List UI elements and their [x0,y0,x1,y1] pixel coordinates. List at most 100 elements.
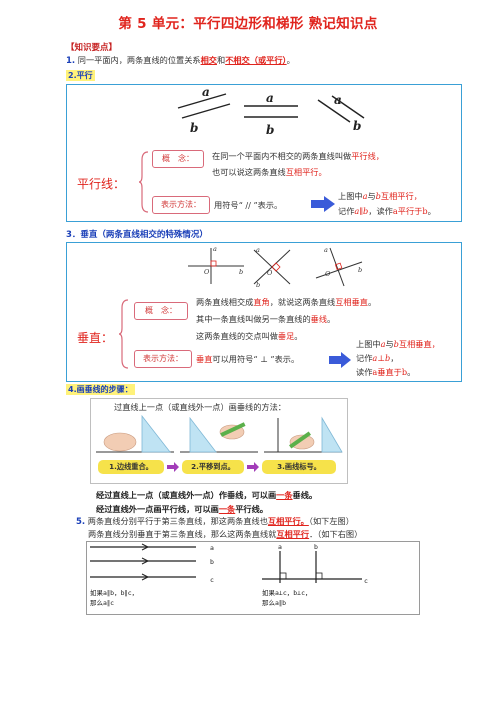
parallel-fig1-line-a [177,93,227,109]
perp-fig2-label-b: b [256,281,260,289]
item5-line2-ref: ．（如下右图） [309,529,363,539]
perp-notation-term: 垂直 [196,354,213,364]
item5-line2-text: 两条直线分别垂直于第三条直线，那么这两条直线就 [88,529,277,539]
parallel-result-notate: 记作 [338,206,355,216]
item4-line1-text: 经过直线上一点（或直线外一点）作垂线，可以画 [96,490,277,500]
parallel-result-line2: 记作a∥b，读作a平行于b。 [338,205,436,217]
item4-line1-count: 一条 [276,490,293,500]
perp-fig3-label-a: a [324,246,328,254]
parallel-fig2-label-a: a [266,91,274,105]
item5-line2-term: 互相平行 [276,529,310,539]
perp-fig2-right-angle [271,262,281,272]
perp-line1-end: 。 [368,297,377,307]
right-fig-label-b: b [314,543,318,551]
parallel-result-symbol: a∥b [354,206,369,216]
perpendicular-concept-line2: 其中一条直线叫做另一条直线的垂线。 [196,313,335,325]
parallel-figure-1: a b [177,85,231,135]
perpendicular-figures: a b O a b O a b O [188,245,363,289]
perp-fig3-line-b [315,261,363,279]
item5-line1-ref: （如下左图） [308,516,354,526]
perp-fig1-label-b: b [239,268,243,276]
perp-line1-text-a: 两条直线相交成 [196,297,254,307]
perpendicular-notation-text: 垂直可以用符号“ ⊥ ”表示。 [196,353,299,365]
step2-badge: 2.平移到点。 [182,460,244,474]
perp-figure-2: a b O [253,246,291,289]
parallel-result-b: b [375,191,381,201]
item5-line1-term: 互相平行。 [267,516,309,526]
perp-result-line3: 读作a垂直于b。 [356,366,415,378]
item4-line1: 经过直线上一点（或直线外一点）作垂线，可以画一条垂线。 [96,489,317,501]
left-fig-label-a: a [210,544,214,552]
perp-line3-term: 垂足 [277,331,295,341]
perp-line3-end: 。 [294,331,303,341]
step3-badge: 3.画线标号。 [262,460,336,474]
item1-term-parallel: 不相交（或平行） [225,55,287,65]
parallel-result-end: 。 [427,206,436,216]
perp-line2-text: 其中一条直线叫做另一条直线的 [196,314,311,324]
perpendicular-concept-line3: 这两条直线的交点叫做垂足。 [196,330,302,342]
perpendicular-concept-label: 概 念： [134,302,188,320]
perp-line1-term: 互相垂直 [335,297,368,307]
perp-result-end: 。 [407,367,416,377]
parallel-result-read: ，读作 [368,206,393,216]
parallel-brace [138,151,149,213]
item5-figures-box [86,541,420,615]
perp-line2-end: 。 [327,314,336,324]
parallel-fig1-label-a: a [202,85,210,99]
perpendicular-label: 垂直： [77,331,114,345]
perpendicular-arrow-icon [329,352,351,368]
step-arrow-icon [247,462,259,472]
item4-line2-count: 一条 [218,504,236,514]
perp-fig1-label-o: O [204,268,210,276]
parallel-fig1-label-b: b [190,121,198,135]
step1-illustration [96,414,174,453]
item4-line2-text: 经过直线外一点画平行线，可以画 [96,504,219,514]
parallel-concept-line2-term: 互相平行。 [285,167,327,177]
item1-and: 和 [216,55,226,65]
perp-figure-3: a b O [315,246,363,287]
item4-line2: 经过直线外一点画平行线，可以画一条平行线。 [96,503,268,515]
parallel-concept-line1: 在同一个平面内不相交的两条直线叫做平行线， [212,150,384,162]
perp-result-a: a [380,339,386,349]
parallel-concept-line1-text: 在同一个平面内不相交的两条直线叫做 [212,151,352,161]
perp-fig2-label-o: O [267,269,273,277]
item1-text: 同一平面内，两条直线的位置关系 [77,55,201,65]
parallel-result-and: 与 [367,191,376,201]
item1-row: 1. 同一平面内，两条直线的位置关系相交和不相交（或平行）。 [66,54,295,66]
perpendicular-notation-label: 表示方法： [134,350,192,368]
perp-result-b: b [393,339,399,349]
perp-fig3-label-b: b [358,266,362,274]
perp-result-line1: 上图中a与b互相垂直， [356,338,440,350]
parallel-fig3-label-a: a [334,93,342,107]
parallel-label: 平行线： [77,177,126,191]
parallel-concept-line2-text: 也可以说这两条直线 [212,167,286,177]
parallel-box [66,84,462,222]
item5-figures: a b c 如果a∥b，b∥c， 那么a∥c a b c 如果a⊥c，b⊥c， … [90,543,368,607]
parallel-fig1-line-b [181,103,231,119]
right-fig-note1: 如果a⊥c，b⊥c， [262,588,311,597]
perp-result-comma: ， [390,353,399,363]
perp-figure-1: a b O [188,245,244,284]
item5-left-figure: a b c 如果a∥b，b∥c， 那么a∥c [90,543,214,607]
perp-fig3-right-angle [334,262,343,270]
parallel-result-reading: a平行于b [392,206,428,216]
right-fig-label-a: a [278,543,282,551]
parallel-notation-text: 用符号“ // ”表示。 [214,200,283,210]
parallel-figure-3: a b [317,93,365,133]
perp-fig3-label-o: O [325,270,331,278]
perp-fig3-line-a [329,247,345,287]
item5-line1: 5. 两条直线分别平行于第三条直线，那这两条直线也互相平行。（如下左图） [76,515,354,527]
parallel-concept-term: 平行线， [351,151,384,161]
perp-fig1-label-a: a [213,245,217,253]
parallel-fig3-line-a [317,99,351,123]
item3-heading: 3．垂直（两条直线相交的特殊情况） [66,230,208,240]
key-points-tag: 【知识要点】 [66,43,118,53]
perp-result-symbol: a⊥b [372,353,391,363]
parallel-result-line1: 上图中a与b互相平行， [338,190,422,202]
perp-fig1-right-angle [210,260,217,267]
step2-illustration [180,416,258,453]
perp-notation-desc: 可以用符号“ ⊥ ”表示。 [212,354,300,364]
right-fig-note2: 那么a∥b [262,599,286,607]
item1-number: 1. [66,56,76,66]
step1-badge: 1.边线重合。 [98,460,164,474]
